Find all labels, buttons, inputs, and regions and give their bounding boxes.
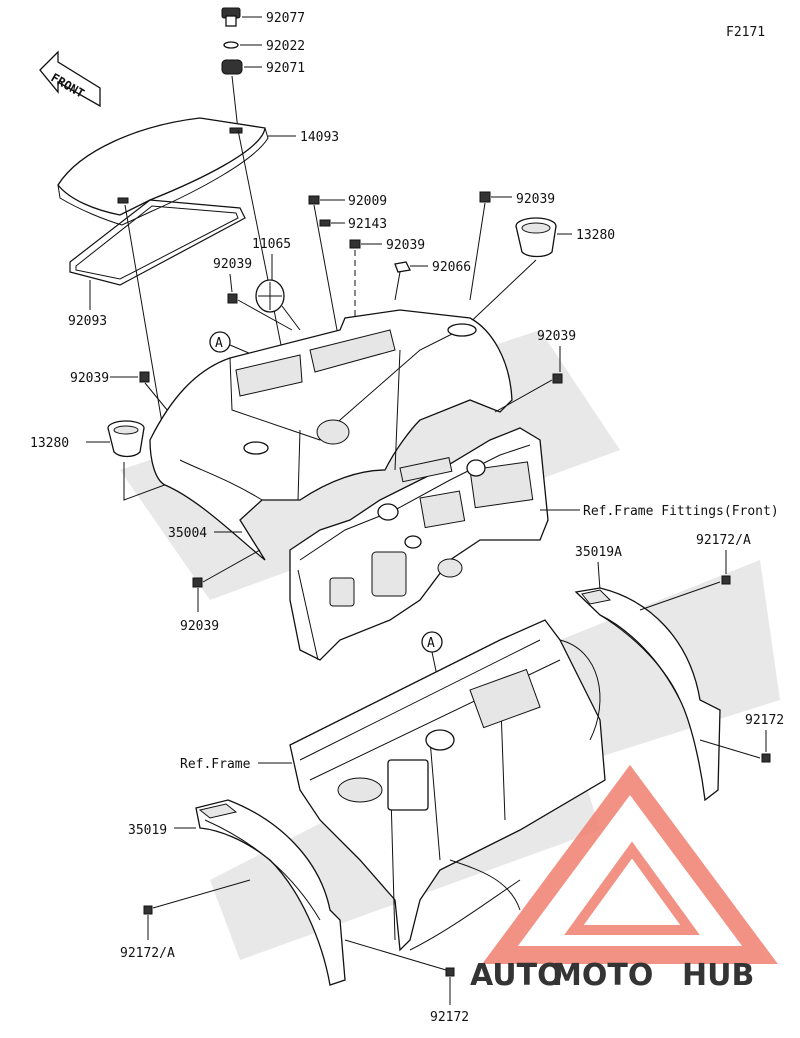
label-92039-top-right: 92039 [516, 192, 555, 207]
dashboard-panel [289, 427, 549, 661]
front-arrow: FRONT [39, 50, 101, 108]
cup-holder-13280-left [86, 420, 179, 501]
label-92172A-left: 92172/A [120, 946, 175, 961]
label-14093: 14093 [300, 130, 339, 145]
label-92039-center: 92039 [386, 238, 425, 253]
label-92022: 92022 [266, 39, 305, 54]
clip-92143 [319, 219, 345, 227]
frame [289, 619, 606, 952]
label-92172-bottom: 92172 [430, 1010, 469, 1025]
label-35019: 35019 [128, 823, 167, 838]
label-13280-left: 13280 [30, 436, 69, 451]
cup-holder-13280-right [461, 217, 572, 331]
ref-frame: Ref.Frame [180, 757, 251, 772]
label-92093: 92093 [68, 314, 107, 329]
label-92172-right: 92172 [745, 713, 784, 728]
washer-92022 [223, 41, 262, 49]
label-92039-right: 92039 [537, 329, 576, 344]
label-92039-lower-left: 92039 [180, 619, 219, 634]
label-11065: 11065 [252, 237, 291, 252]
callout-a-lower-label: A [427, 636, 435, 651]
label-92066: 92066 [432, 260, 471, 275]
bolt-92172A-left [143, 879, 251, 940]
label-35019A: 35019A [575, 545, 622, 560]
fender-35019A [574, 561, 721, 802]
fender-35019 [174, 799, 346, 986]
bolt-92172A-right [639, 550, 731, 611]
callout-a-lower: A [421, 631, 443, 691]
bolt-92172-right [699, 730, 771, 763]
label-35004: 35004 [168, 526, 207, 541]
watermark-text-moto: MOTO [552, 958, 653, 993]
watermark-text-hub: HUB [682, 958, 754, 993]
callout-a-top-label: A [215, 336, 223, 351]
label-92009: 92009 [348, 194, 387, 209]
watermark-inner-triangle-icon [564, 841, 700, 935]
cap-fastener-92077 [221, 7, 262, 27]
bolt-92039-right [494, 346, 563, 413]
figure-code: F2171 [726, 25, 765, 40]
grommet-92071 [221, 59, 262, 75]
watermark-text-auto: AUTO [470, 958, 563, 993]
seal-92093 [69, 199, 246, 310]
bolt-92039-left-upper [227, 273, 293, 331]
watermark-logo: AUTO MOTO HUB [470, 764, 778, 993]
bolt-92039-top-right [469, 191, 512, 301]
dash-body-35004 [149, 309, 513, 561]
cover-11065 [255, 254, 301, 331]
cap-92066 [394, 261, 428, 301]
ref-frame-fittings-front: Ref.Frame Fittings(Front) [583, 504, 779, 519]
label-92039-left-upper: 92039 [213, 257, 252, 272]
label-92077: 92077 [266, 11, 305, 26]
label-92143: 92143 [348, 217, 387, 232]
label-92071: 92071 [266, 61, 305, 76]
lid-14093 [57, 117, 296, 226]
bolt-92039-lower-left [192, 549, 261, 612]
label-13280-right: 13280 [576, 228, 615, 243]
label-92172A-right: 92172/A [696, 533, 751, 548]
label-92039-left: 92039 [70, 371, 109, 386]
clip-92009 [308, 195, 345, 205]
watermark-triangle-icon [482, 764, 778, 964]
bolt-92172-bottom [344, 939, 455, 1005]
